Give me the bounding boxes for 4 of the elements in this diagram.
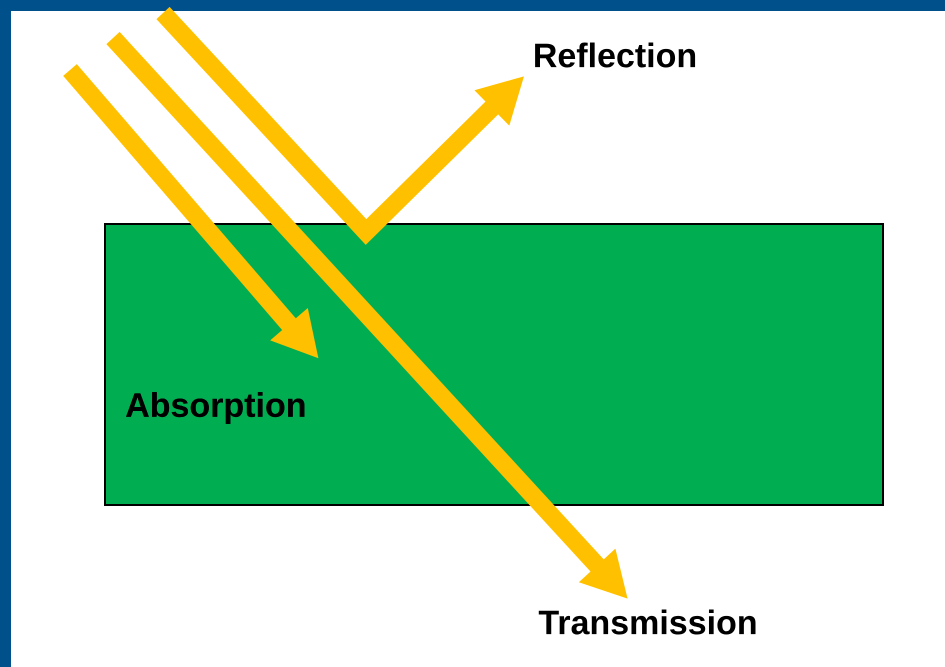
label-text: Absorption <box>126 392 304 424</box>
label-text: Reflection <box>535 42 696 68</box>
material-block <box>104 223 884 506</box>
label-text: Transmission <box>538 610 756 634</box>
